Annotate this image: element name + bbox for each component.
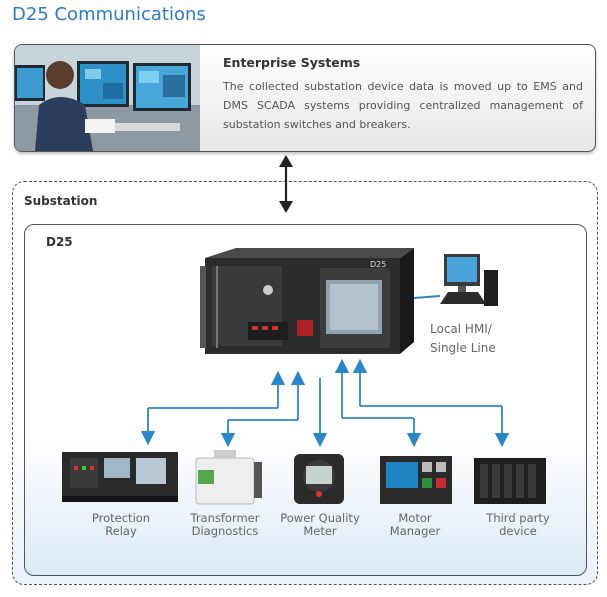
d25-front-label: D25 [370, 260, 386, 269]
third-party-device-icon [474, 458, 546, 504]
device-label-motor-manager: Motor Manager [389, 511, 441, 538]
d25-unit [200, 248, 414, 354]
page-title: D25 Communications [12, 4, 206, 25]
device-label-third-party-device: Third party device [486, 511, 550, 538]
hmi-label-line2: Single Line [430, 341, 496, 355]
hmi-computer-icon [440, 254, 498, 306]
hmi-label: Local HMI/ Single Line [430, 320, 496, 358]
enterprise-systems-card: Enterprise Systems The collected substat… [14, 44, 596, 152]
motor-manager-icon [380, 456, 452, 504]
d25-label: D25 [46, 235, 73, 249]
operator-control-room-photo [15, 45, 200, 151]
transformer-diagnostics-icon [195, 450, 262, 505]
protection-relay-icon [62, 452, 178, 502]
enterprise-systems-description: The collected substation device data is … [223, 80, 583, 131]
device-connection-arrows [140, 358, 510, 448]
enterprise-systems-title: Enterprise Systems [223, 55, 361, 70]
device-label-transformer-diagnostics: Transformer Diagnostics [190, 511, 260, 538]
ge-logo-icon [263, 285, 273, 295]
device-label-power-quality-meter: Power Quality Meter [280, 511, 360, 538]
substation-label: Substation [24, 194, 98, 208]
enterprise-substation-link-arrow [279, 155, 293, 213]
hmi-label-line1: Local HMI/ [430, 322, 492, 336]
hmi-link-line [413, 295, 441, 299]
device-label-protection-relay: Protection Relay [91, 511, 151, 538]
power-quality-meter-icon [294, 454, 344, 504]
